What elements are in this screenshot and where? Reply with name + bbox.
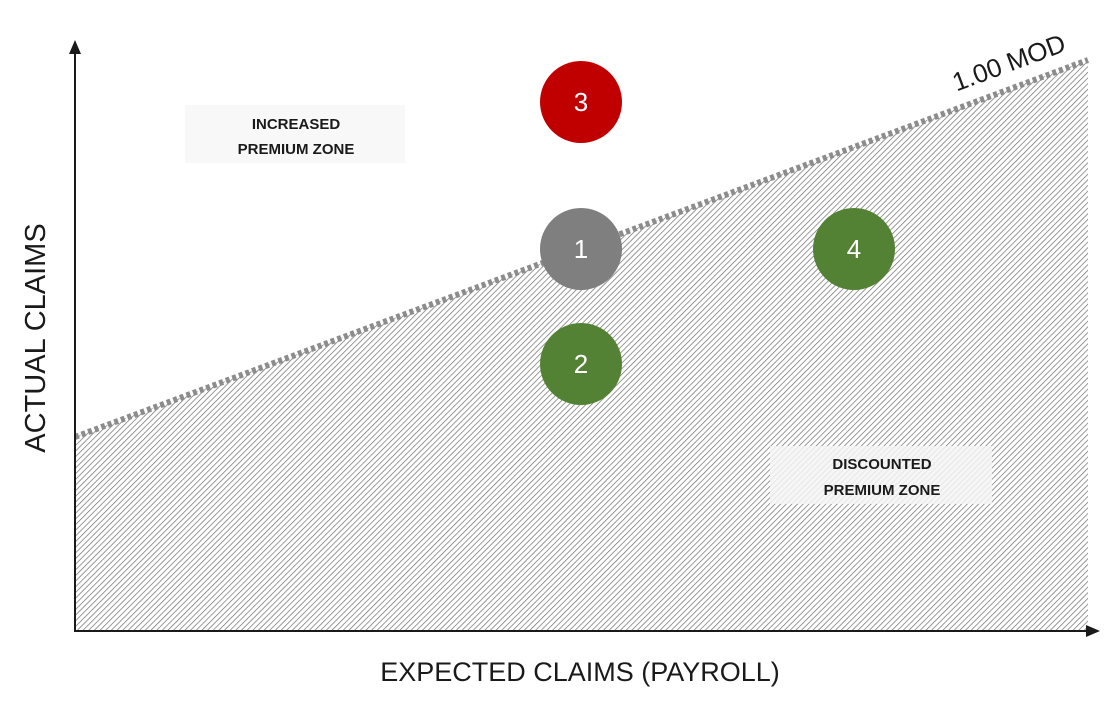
increased-premium-zone-label: INCREASED PREMIUM ZONE	[185, 105, 405, 163]
increased-zone-line1: INCREASED	[252, 116, 341, 133]
increased-zone-box	[185, 105, 405, 163]
marker-2-circle	[540, 323, 622, 405]
marker-4-circle	[813, 208, 895, 290]
increased-zone-line2: PREMIUM ZONE	[238, 141, 355, 158]
marker-4-label: 4	[847, 234, 861, 264]
marker-1-label: 1	[574, 234, 588, 264]
discounted-zone-line1: DISCOUNTED	[832, 456, 931, 473]
discounted-zone-line2: PREMIUM ZONE	[824, 482, 941, 499]
x-axis-label: EXPECTED CLAIMS (PAYROLL)	[380, 657, 780, 687]
marker-3-label: 3	[574, 87, 588, 117]
marker-1: 1	[540, 208, 622, 290]
marker-3: 3	[540, 61, 622, 143]
discounted-zone-box	[770, 446, 992, 504]
y-axis-arrow	[69, 40, 81, 54]
marker-4: 4	[813, 208, 895, 290]
marker-1-circle	[540, 208, 622, 290]
marker-2: 2	[540, 323, 622, 405]
marker-2-label: 2	[574, 349, 588, 379]
y-axis-label: ACTUAL CLAIMS	[20, 223, 52, 452]
x-axis-arrow	[1086, 625, 1100, 637]
marker-3-circle	[540, 61, 622, 143]
discounted-premium-zone-label: DISCOUNTED PREMIUM ZONE	[770, 446, 992, 504]
